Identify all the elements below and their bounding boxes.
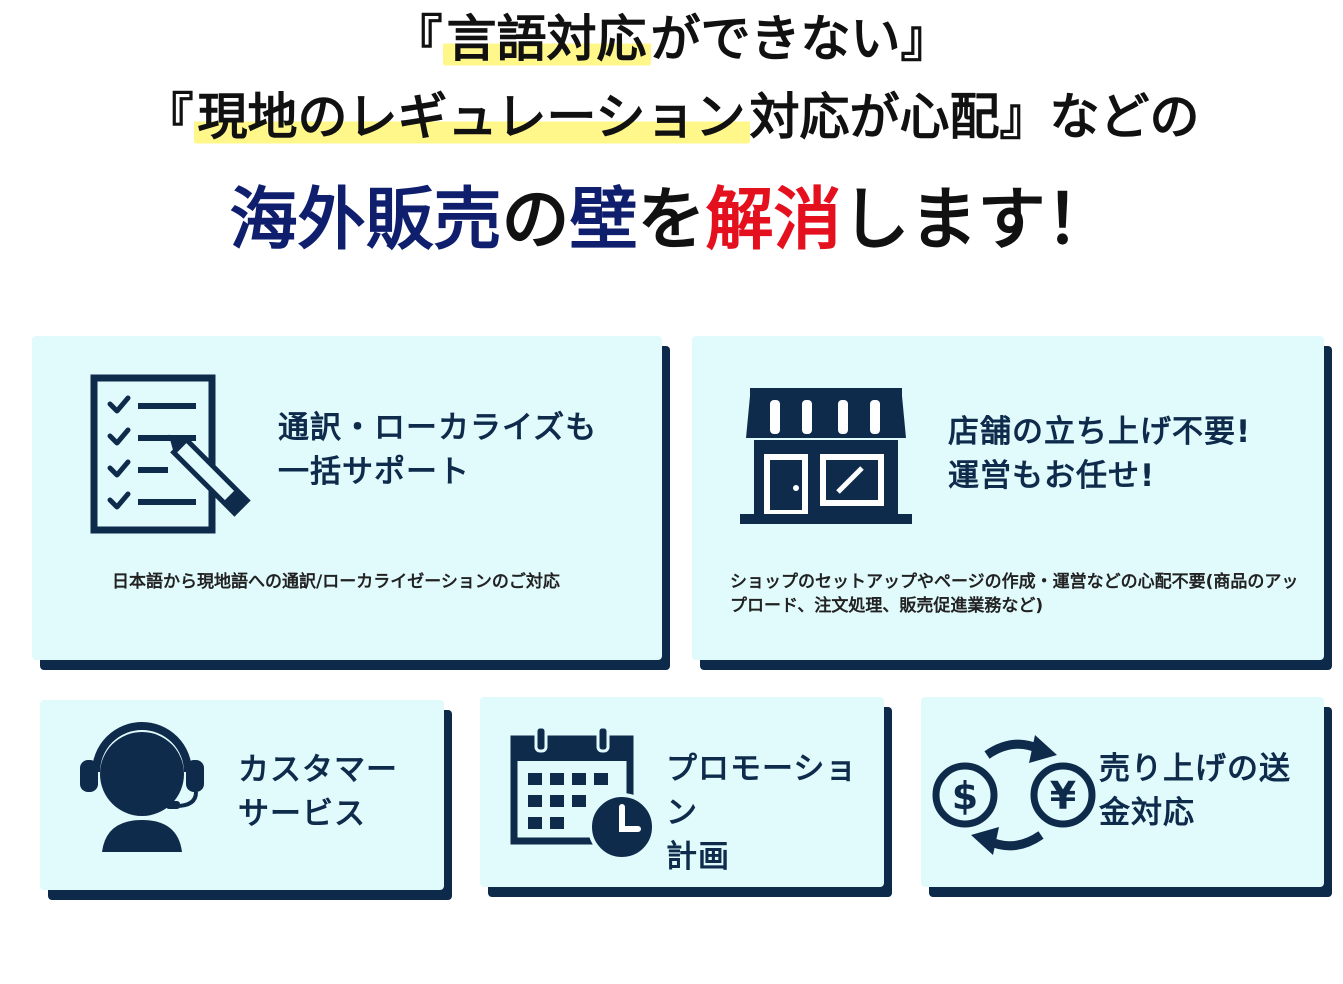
headline-1-open: 『 (392, 10, 443, 68)
headline-3-part6: します！ (841, 181, 1114, 260)
currency-exchange-icon: $ ¥ (932, 735, 1096, 855)
headset-operator-icon (80, 722, 204, 852)
card-title: カスタマー サービス (238, 752, 398, 832)
card-title: プロモーション 計画 (666, 751, 858, 875)
headline-2-highlight: 現地のレギュレーション (193, 88, 750, 146)
svg-text:¥: ¥ (1050, 774, 1076, 818)
storefront-icon (740, 388, 912, 524)
svg-text:$: $ (952, 774, 978, 818)
card-title: 店舗の立ち上げ不要! 運営もお任せ! (948, 414, 1252, 494)
main-headline: 海外販売の壁を解消します！ (0, 176, 1343, 266)
headline-2-open: 『 (143, 88, 194, 146)
headline-line-2: 『現地のレギュレーション対応が心配』などの (0, 84, 1343, 150)
headline-3-part4: を (637, 181, 706, 260)
calendar-clock-icon (510, 725, 656, 861)
feature-card-promotion: プロモーション 計画 (480, 697, 884, 887)
card-title: 通訳・ローカライズも 一括サポート (278, 410, 598, 490)
card-description: ショップのセットアップやページの作成・運営などの心配不要(商品のアップロード、注… (730, 572, 1299, 616)
headline-1-rest: ができない』 (650, 10, 951, 68)
headline-3-part2: の (501, 181, 570, 260)
feature-card-customer-service: カスタマー サービス (40, 700, 444, 890)
headline-3-part5: 解消 (705, 181, 842, 260)
headline-1-highlight: 言語対応 (442, 10, 651, 68)
feature-card-remittance: $ ¥ 売り上げの送 金対応 (921, 697, 1324, 887)
headline-2-rest: 対応が心配』などの (749, 88, 1200, 146)
card-title: 売り上げの送 金対応 (1099, 751, 1291, 831)
checklist-pencil-icon (90, 374, 251, 534)
feature-card-localization: 通訳・ローカライズも 一括サポート 日本語から現地語への通訳/ローカライゼーショ… (32, 336, 662, 660)
headline-line-1: 『言語対応ができない』 (0, 6, 1343, 72)
feature-card-store: 店舗の立ち上げ不要! 運営もお任せ! ショップのセットアップやページの作成・運営… (692, 336, 1324, 660)
headline-3-part1: 海外販売 (229, 181, 502, 260)
card-description: 日本語から現地語への通訳/ローカライゼーションのご対応 (112, 572, 560, 592)
headline-3-part3: 壁 (569, 181, 638, 260)
